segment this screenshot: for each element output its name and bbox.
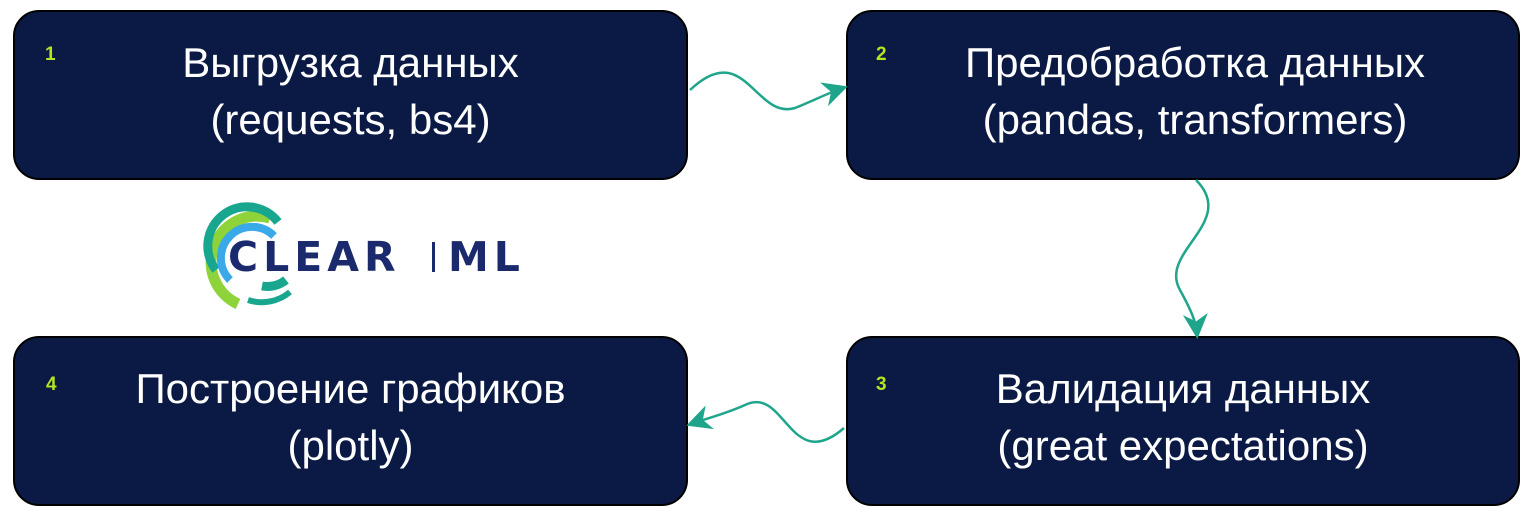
clearml-logo-mark [203, 202, 292, 309]
step-2-title: Предобработка данных [964, 39, 1426, 86]
step-4-subtitle: (plotly) [287, 422, 414, 469]
step-3-number: 3 [876, 374, 887, 395]
step-1-box: 1 Выгрузка данных (requests, bs4) [13, 10, 688, 180]
step-4-box: 4 Построение графиков (plotly) [13, 336, 688, 506]
step-1-text: Выгрузка данных (requests, bs4) [15, 34, 686, 148]
connector-arrow-2-to-3 [1174, 179, 1210, 339]
step-3-text: Валидация данных (great expectations) [848, 360, 1518, 474]
step-4-number: 4 [46, 374, 57, 395]
clearml-logo-text-left: CLEAR [228, 233, 401, 281]
step-2-number: 2 [876, 44, 887, 65]
clearml-logo: CLEAR ML [203, 202, 525, 309]
step-2-text: Предобработка данных (pandas, transforme… [872, 34, 1518, 148]
step-3-subtitle: (great expectations) [997, 422, 1369, 469]
step-1-number: 1 [45, 44, 56, 65]
step-4-text: Построение графиков (plotly) [15, 360, 686, 474]
step-2-box: 2 Предобработка данных (pandas, transfor… [846, 10, 1520, 180]
clearml-logo-text-right: ML [448, 233, 525, 281]
clearml-logo-divider [432, 242, 435, 272]
connector-arrow-1-to-2 [689, 71, 848, 111]
connector-arrow-3-to-4 [686, 401, 845, 443]
step-1-subtitle: (requests, bs4) [210, 96, 491, 143]
step-2-subtitle: (pandas, transformers) [982, 96, 1408, 143]
step-4-title: Построение графиков [135, 365, 566, 412]
step-3-title: Валидация данных [995, 365, 1371, 412]
step-1-title: Выгрузка данных [182, 39, 519, 86]
